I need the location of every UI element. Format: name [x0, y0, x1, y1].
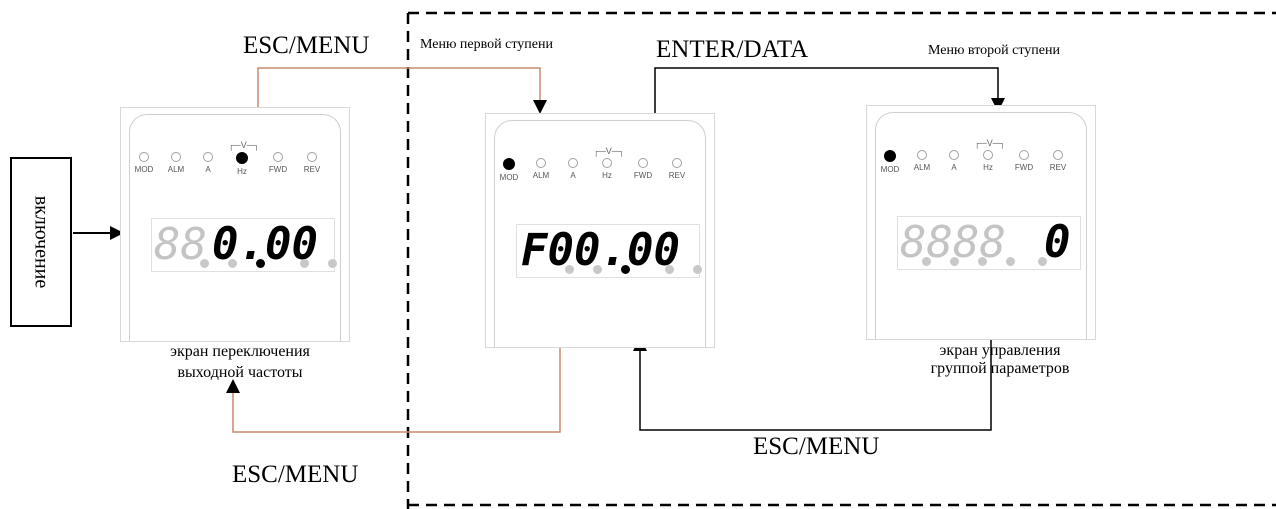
- led-hz: Hz: [229, 152, 255, 176]
- led-mod: MOD: [496, 158, 522, 182]
- wire-esc-to-menu1: [257, 67, 541, 118]
- enter-data-label: ENTER/DATA: [656, 36, 809, 63]
- led-row: ┌─V─┐ MOD ALM A Hz FWD REV: [877, 138, 1085, 190]
- panel-bezel: [875, 112, 1087, 339]
- display-lit-digits: 0: [1044, 217, 1071, 268]
- esc-menu-label-top: ESC/MENU: [243, 32, 370, 59]
- led-row: ┌─V─┐ MOD ALM A Hz FWD REV: [131, 140, 339, 192]
- wire-enter-to-menu2: [654, 67, 999, 114]
- led-row: ┌─V─┐ MOD ALM A Hz FWD REV: [496, 146, 704, 198]
- second-level-menu-label: Меню второй ступени: [928, 43, 1060, 58]
- group-screen-caption-line2: группой параметров: [930, 360, 1070, 377]
- led-mod: MOD: [877, 150, 903, 174]
- led-hz: Hz: [975, 150, 1001, 172]
- wire-esc-return-freq: [232, 342, 561, 433]
- menu2-panel: ┌─V─┐ MOD ALM A Hz FWD REV 8888 0: [866, 105, 1096, 340]
- freq-screen-panel: ┌─V─┐ MOD ALM A Hz FWD REV 88 0.00: [120, 107, 350, 342]
- v-bracket: ┌─V─┐: [593, 146, 625, 156]
- esc-menu-label-bottom-left: ESC/MENU: [232, 461, 359, 488]
- panel-bezel: [129, 114, 341, 341]
- wire-esc-return-menu1: [639, 330, 992, 431]
- led-alm: ALM: [528, 158, 554, 180]
- freq-screen-caption-line2: выходной частоты: [177, 364, 303, 381]
- led-rev: REV: [299, 152, 325, 174]
- seven-segment-display: 8888 0: [897, 216, 1081, 270]
- esc-menu-label-bottom-right: ESC/MENU: [753, 433, 880, 460]
- seven-segment-display: 88 0.00: [151, 218, 337, 272]
- led-alm: ALM: [909, 150, 935, 172]
- led-alm: ALM: [163, 152, 189, 174]
- arrow-head-menu1: [533, 100, 547, 114]
- freq-screen-caption-line1: экран переключения: [170, 343, 310, 360]
- led-fwd: FWD: [1011, 150, 1037, 172]
- display-dim-digits: 88: [154, 219, 207, 270]
- v-bracket: ┌─V─┐: [974, 138, 1006, 148]
- power-on-box: включение: [10, 157, 72, 327]
- led-fwd: FWD: [265, 152, 291, 174]
- first-level-menu-label: Меню первой ступени: [420, 37, 553, 52]
- led-hz: Hz: [594, 158, 620, 180]
- led-a: A: [941, 150, 967, 172]
- led-mod: MOD: [131, 152, 157, 174]
- v-bracket: ┌─V─┐: [228, 140, 260, 150]
- led-rev: REV: [1045, 150, 1071, 172]
- group-screen-caption-line1: экран управления: [939, 342, 1061, 359]
- menu1-panel: ┌─V─┐ MOD ALM A Hz FWD REV F00.00: [485, 113, 715, 348]
- panel-bezel: [494, 120, 706, 347]
- led-rev: REV: [664, 158, 690, 180]
- arrow-head-power: [110, 226, 124, 240]
- arrow-head-freq: [226, 379, 240, 393]
- seven-segment-display: F00.00: [516, 224, 702, 278]
- power-on-label: включение: [30, 195, 53, 289]
- dashed-region-border: [406, 11, 1276, 509]
- led-a: A: [560, 158, 586, 180]
- led-a: A: [195, 152, 221, 174]
- led-fwd: FWD: [630, 158, 656, 180]
